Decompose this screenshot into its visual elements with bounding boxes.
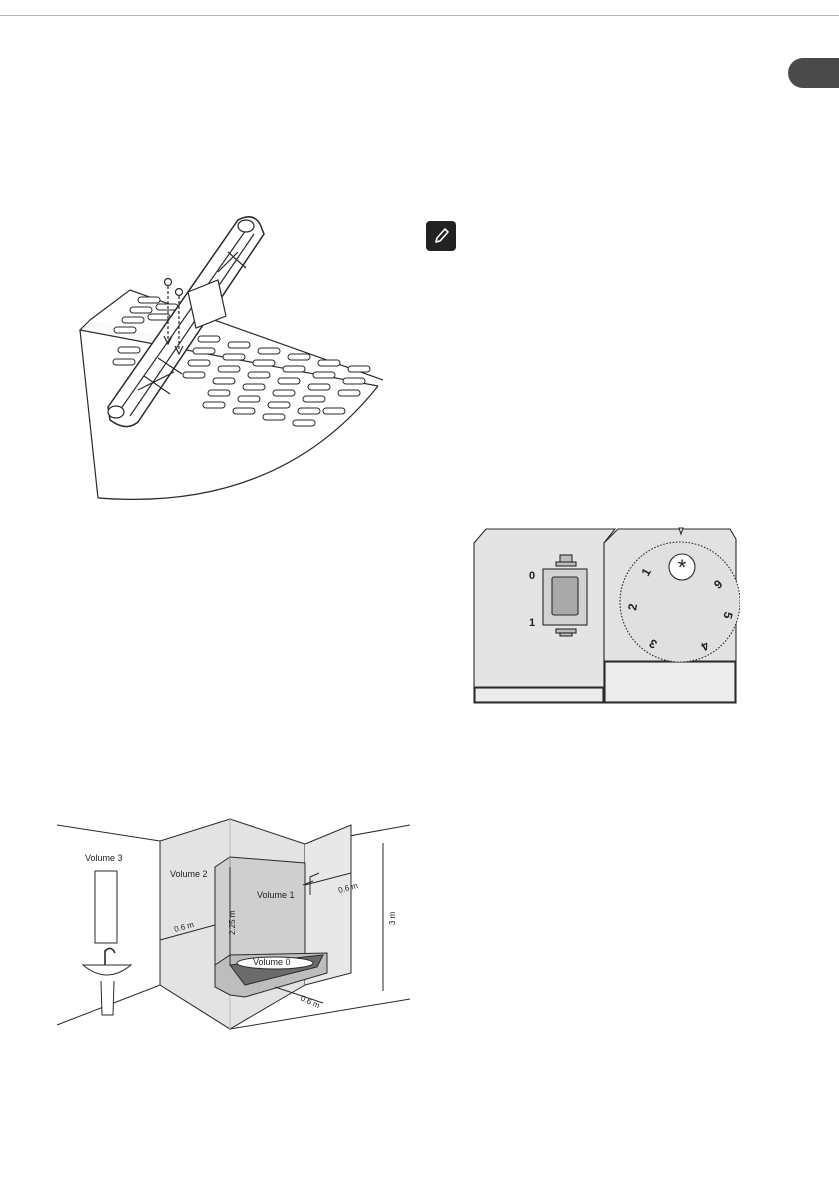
switch-label-on: 1 <box>529 617 535 629</box>
switch-label-off: 0 <box>529 570 535 582</box>
label-volume-1: Volume 1 <box>257 890 295 900</box>
label-height-2-25m: 2.25 m <box>228 910 237 935</box>
bathroom-volumes-diagram: Volume 3 Volume 2 Volume 1 Volume 0 2.25… <box>56 818 411 1030</box>
bracket-mount-illustration <box>78 216 384 500</box>
label-distance-bottom: 0.6 m <box>299 994 321 1011</box>
language-tab[interactable] <box>788 58 839 88</box>
label-volume-3: Volume 3 <box>85 853 123 863</box>
dial-number-2: 2 <box>625 602 640 611</box>
label-volume-0: Volume 0 <box>253 957 291 967</box>
note-icon <box>426 221 456 251</box>
frost-symbol: * <box>678 555 687 580</box>
label-volume-2: Volume 2 <box>170 869 208 879</box>
top-rule <box>0 15 839 16</box>
label-height-3m: 3 m <box>388 911 397 925</box>
control-panel-illustration: 0 1 * 1 2 3 4 5 6 <box>473 527 740 704</box>
pencil-icon <box>435 228 449 243</box>
dial-number-5: 5 <box>720 610 735 620</box>
